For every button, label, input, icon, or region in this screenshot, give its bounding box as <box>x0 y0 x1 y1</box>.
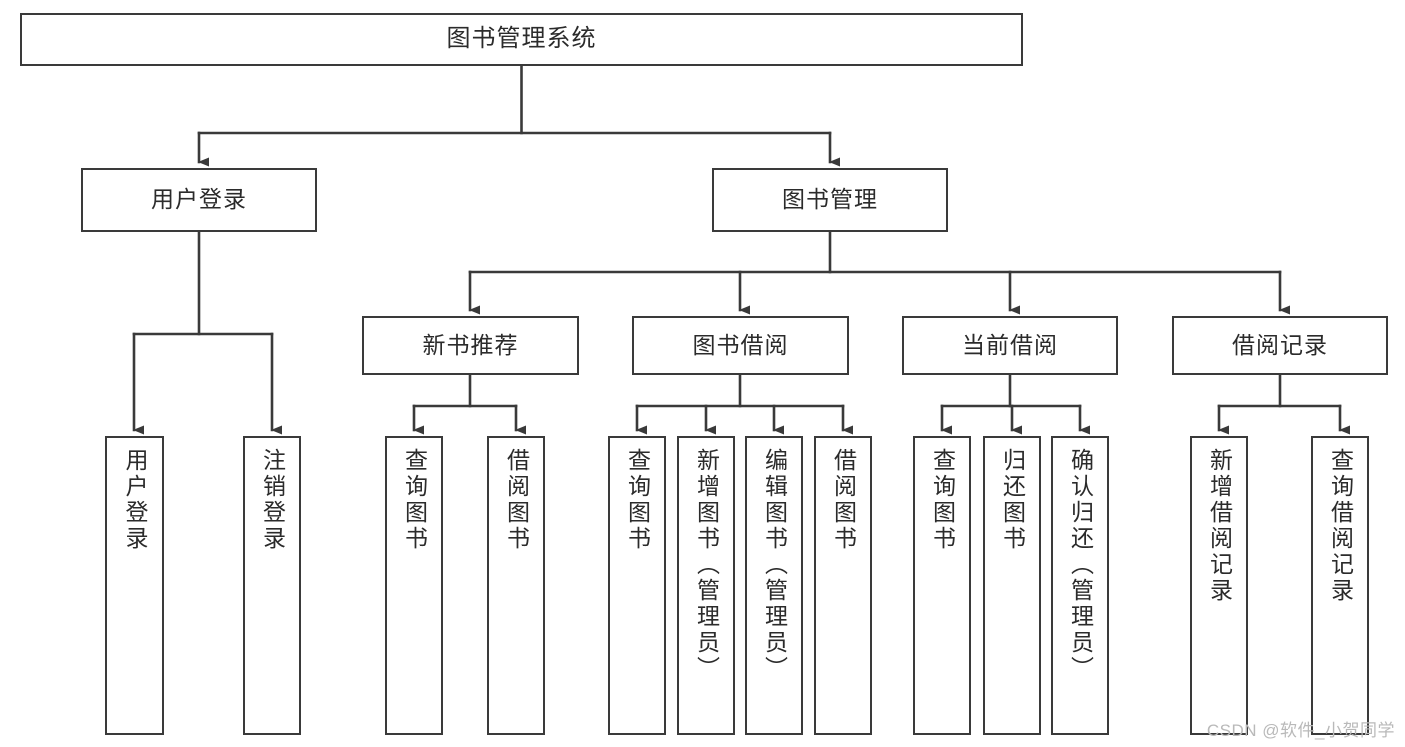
node-leaf[interactable]: 借阅图书 <box>814 436 872 735</box>
node-leaf-label: 借阅图书 <box>503 448 530 552</box>
node-book-management[interactable]: 图书管理 <box>712 168 948 232</box>
connectors-current-to-leaves <box>940 373 1090 435</box>
node-root-system[interactable]: 图书管理系统 <box>20 13 1023 66</box>
node-leaf-label: 新增借阅记录 <box>1206 448 1233 604</box>
node-leaf[interactable]: 查询借阅记录 <box>1311 436 1369 735</box>
connectors-root-to-level1 <box>197 64 840 167</box>
node-leaf-label: 归还图书 <box>999 448 1026 552</box>
node-leaf[interactable]: 注销登录 <box>243 436 301 735</box>
node-leaf[interactable]: 查询图书 <box>385 436 443 735</box>
node-leaf[interactable]: 查询图书 <box>913 436 971 735</box>
node-leaf-label: 确认归还（管理员） <box>1067 448 1094 682</box>
node-book-borrow-label: 图书借阅 <box>692 331 789 358</box>
node-leaf-label: 借阅图书 <box>830 448 857 552</box>
node-borrow-record-label: 借阅记录 <box>1232 331 1328 358</box>
node-leaf-label: 注销登录 <box>259 448 286 552</box>
connectors-bookmgmt-to-level2 <box>468 230 1290 315</box>
node-new-book-recommend[interactable]: 新书推荐 <box>362 316 579 375</box>
connectors-borrow-to-leaves <box>635 373 853 435</box>
node-leaf[interactable]: 查询图书 <box>608 436 666 735</box>
node-leaf-label: 新增图书（管理员） <box>693 448 720 682</box>
node-leaf-label: 查询图书 <box>401 448 428 552</box>
node-leaf[interactable]: 用户登录 <box>105 436 164 735</box>
node-book-borrow[interactable]: 图书借阅 <box>632 316 849 375</box>
node-user-login[interactable]: 用户登录 <box>81 168 317 232</box>
node-current-borrow-label: 当前借阅 <box>962 331 1058 358</box>
node-leaf-label: 用户登录 <box>122 448 148 552</box>
node-borrow-record[interactable]: 借阅记录 <box>1172 316 1388 375</box>
node-user-login-label: 用户登录 <box>151 186 247 213</box>
node-leaf[interactable]: 新增借阅记录 <box>1190 436 1248 735</box>
node-leaf-label: 查询借阅记录 <box>1327 448 1354 604</box>
connectors-newbook-to-leaves <box>412 373 526 435</box>
node-book-management-label: 图书管理 <box>782 186 878 213</box>
node-leaf-label: 查询图书 <box>624 448 651 552</box>
node-leaf[interactable]: 新增图书（管理员） <box>677 436 735 735</box>
node-new-book-recommend-label: 新书推荐 <box>422 331 519 358</box>
node-current-borrow[interactable]: 当前借阅 <box>902 316 1118 375</box>
node-leaf-label: 编辑图书（管理员） <box>761 448 788 682</box>
node-leaf[interactable]: 确认归还（管理员） <box>1051 436 1109 735</box>
node-leaf[interactable]: 借阅图书 <box>487 436 545 735</box>
node-leaf[interactable]: 编辑图书（管理员） <box>745 436 803 735</box>
node-root-label: 图书管理系统 <box>446 25 597 53</box>
connectors-userlogin-to-leaves <box>132 230 282 435</box>
connectors-record-to-leaves <box>1217 373 1350 435</box>
node-leaf[interactable]: 归还图书 <box>983 436 1041 735</box>
node-leaf-label: 查询图书 <box>929 448 956 552</box>
